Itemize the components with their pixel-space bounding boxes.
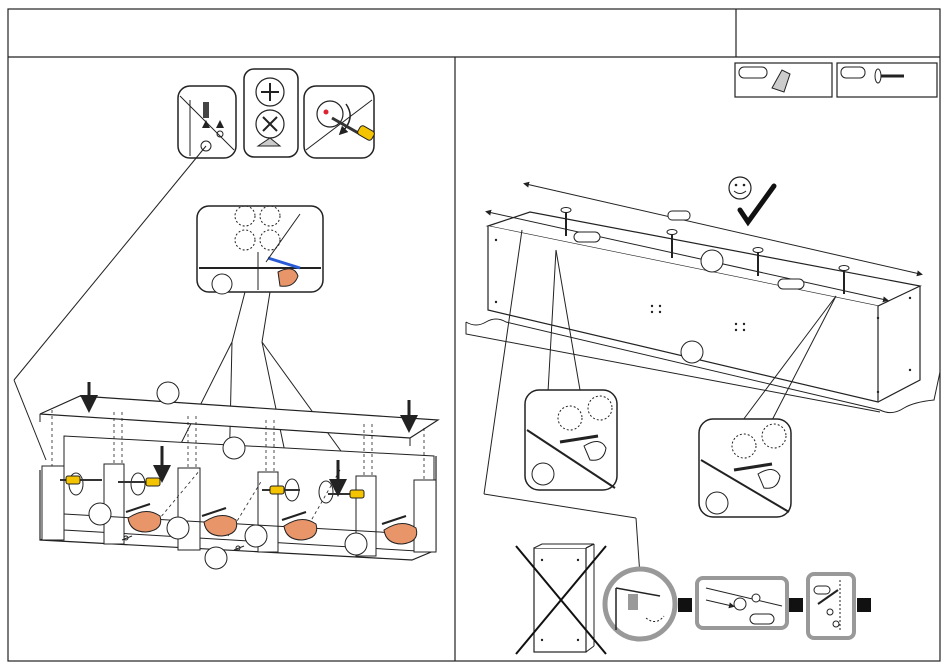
right-panel bbox=[466, 63, 940, 654]
right-cabinet bbox=[466, 184, 940, 413]
wrong-position-cabinet bbox=[516, 544, 606, 654]
parts-box-screw bbox=[837, 63, 937, 97]
pin-insert-inset bbox=[178, 86, 236, 158]
sequence-bracket-detail bbox=[697, 578, 787, 628]
marking-inset-left bbox=[525, 390, 617, 490]
cam-turn-screwdriver-inset bbox=[304, 86, 375, 158]
sequence-screw-detail bbox=[808, 574, 854, 638]
cabinet-top-panel bbox=[40, 382, 438, 446]
smiley-icon bbox=[729, 177, 751, 199]
sequence-step-marker bbox=[678, 598, 692, 612]
left-panel bbox=[14, 69, 438, 569]
marking-inset-right bbox=[699, 419, 791, 517]
sequence-step-marker bbox=[789, 598, 803, 612]
sequence-step-marker bbox=[857, 598, 871, 612]
marking-inset bbox=[197, 206, 323, 294]
approval-mark bbox=[729, 177, 774, 222]
sequence-hinge-detail bbox=[605, 569, 675, 639]
cam-lock-positions-inset bbox=[244, 69, 298, 157]
parts-box-dowel bbox=[735, 63, 832, 97]
